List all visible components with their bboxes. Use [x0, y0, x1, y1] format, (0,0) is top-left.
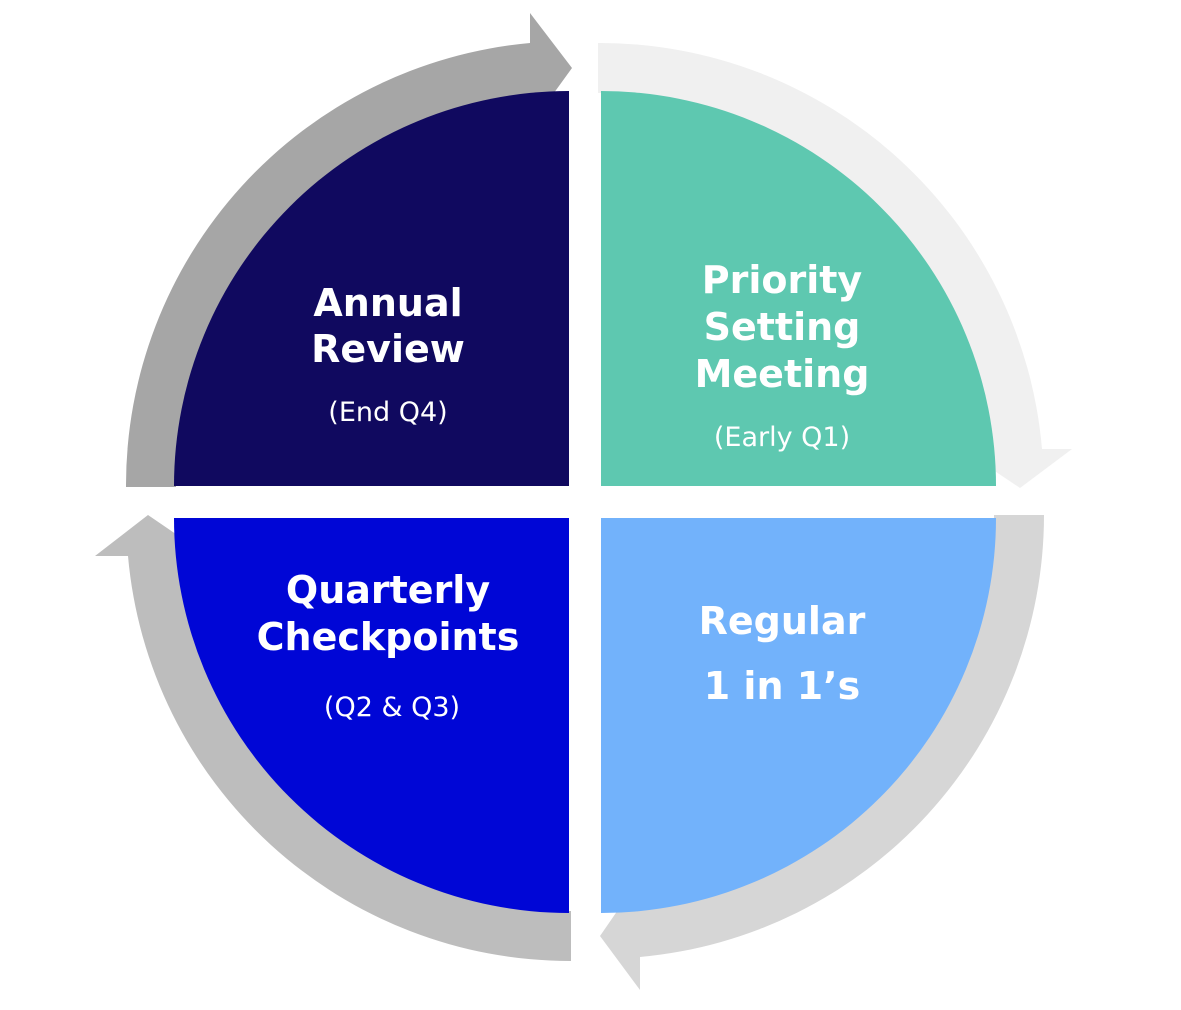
- priority-setting-timing: (Early Q1): [714, 422, 850, 453]
- arrow-top-right: [598, 42, 1072, 488]
- arrow-bottom-left: [95, 515, 571, 962]
- quadrant-quarterly-checkpoints: [174, 518, 569, 913]
- quarterly-checkpoints-timing: (Q2 & Q3): [324, 692, 460, 723]
- quadrant-regular-one-on-ones: [601, 518, 996, 913]
- quadrant-annual-review: [174, 91, 569, 486]
- quarterly-checkpoints-title-line1: Quarterly: [286, 568, 490, 612]
- annual-review-title-line2: Review: [311, 327, 465, 371]
- quarterly-checkpoints-title-line2: Checkpoints: [257, 615, 520, 659]
- annual-review-title-line1: Annual: [313, 281, 462, 325]
- arrow-top-left: [125, 13, 572, 487]
- regular-one-on-ones-title-line2: 1 in 1’s: [704, 664, 860, 708]
- annual-review-timing: (End Q4): [328, 397, 447, 428]
- arrow-bottom-right: [600, 515, 1044, 990]
- priority-setting-title-line2: Setting: [704, 305, 861, 349]
- regular-one-on-ones-title-line1: Regular: [699, 599, 866, 643]
- priority-setting-title-line3: Meeting: [695, 352, 870, 396]
- quadrant-priority-setting: [601, 91, 996, 486]
- priority-setting-title-line1: Priority: [702, 258, 863, 302]
